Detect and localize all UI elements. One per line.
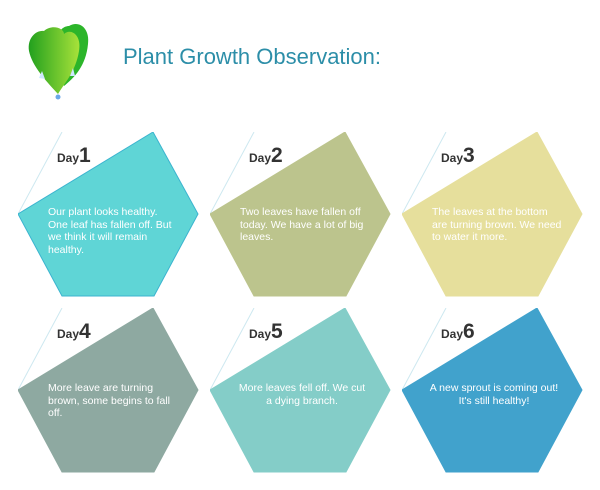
day-card: Day4 More leave are turning brown, some … bbox=[18, 308, 200, 474]
day-card: Day6 A new sprout is coming out! It's st… bbox=[402, 308, 584, 474]
pentagon-shape bbox=[402, 308, 583, 473]
observation-text: More leave are turning brown, some begin… bbox=[48, 382, 170, 419]
pentagon-shape bbox=[18, 132, 199, 297]
page-title: Plant Growth Observation: bbox=[123, 44, 382, 69]
observation-text: Two leaves have fallen off today. We hav… bbox=[240, 206, 364, 243]
day-card: Day5 More leaves fell off. We cut a dyin… bbox=[210, 308, 392, 474]
pentagon-shape bbox=[18, 308, 199, 473]
observation-text: Our plant looks healthy. One leaf has fa… bbox=[48, 206, 172, 256]
day-label: Day2 bbox=[249, 144, 283, 167]
day-label: Day1 bbox=[57, 144, 91, 167]
observation-text: The leaves at the bottom are turning bro… bbox=[432, 206, 562, 243]
day-card: Day3 The leaves at the bottom are turnin… bbox=[402, 132, 584, 298]
leaf-logo-icon bbox=[24, 16, 94, 106]
day-label: Day5 bbox=[249, 320, 283, 343]
pentagon-shape bbox=[402, 132, 583, 297]
day-label: Day4 bbox=[57, 320, 91, 343]
pentagon-shape bbox=[210, 308, 391, 473]
day-card: Day1 Our plant looks healthy. One leaf h… bbox=[18, 132, 200, 298]
observation-text: More leaves fell off. We cut a dying bra… bbox=[238, 382, 366, 407]
day-label: Day6 bbox=[441, 320, 475, 343]
day-card: Day2 Two leaves have fallen off today. W… bbox=[210, 132, 392, 298]
observation-text: A new sprout is coming out! It's still h… bbox=[429, 382, 559, 407]
day-label: Day3 bbox=[441, 144, 475, 167]
pentagon-shape bbox=[210, 132, 391, 297]
